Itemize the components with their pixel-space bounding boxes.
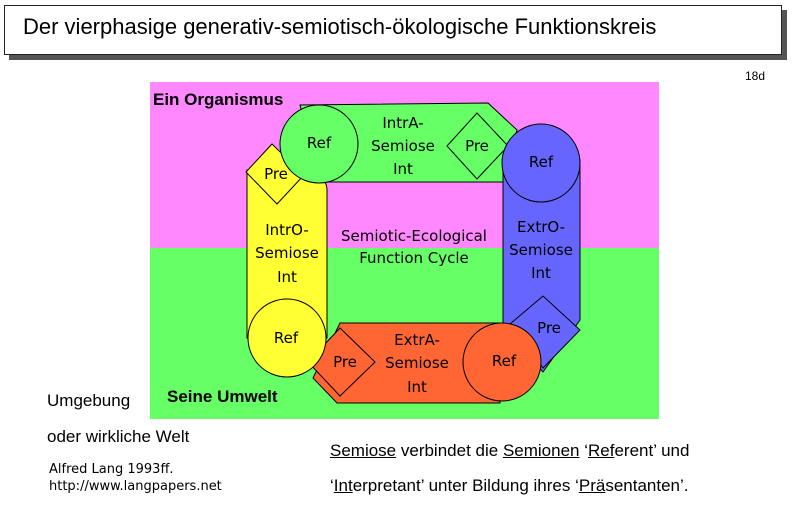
expl-text-e: erpretant’ unter Bildung ihres ‘ xyxy=(352,476,579,495)
prae-term: Prä xyxy=(578,476,606,495)
ref-label-left: Ref xyxy=(274,329,299,347)
pre-label-right: Pre xyxy=(537,319,561,337)
intro-label-2: Semiose xyxy=(255,244,319,262)
semiose-term: Semiose xyxy=(330,441,397,460)
expl-text-a: verbindet die xyxy=(396,441,503,460)
explanation-line-1: Semiose verbindet die Semionen ‘Referent… xyxy=(330,441,689,461)
expl-text-b: ‘ xyxy=(579,441,588,460)
center-label-2: Function Cycle xyxy=(359,249,469,267)
intro-label-1: IntrO- xyxy=(265,221,309,239)
ref-node-right xyxy=(501,123,581,203)
ref-term: Ref xyxy=(588,441,615,460)
intra-label-2: Semiose xyxy=(371,137,435,155)
ref-label-right: Ref xyxy=(529,153,554,171)
intra-label-3: Int xyxy=(393,160,413,178)
extra-label-2: Semiose xyxy=(385,354,449,372)
expl-text-c: erent’ und xyxy=(614,441,690,460)
side-label-umgebung: Umgebung xyxy=(47,391,131,410)
extro-label-1: ExtrO- xyxy=(517,218,565,236)
ref-label-top: Ref xyxy=(307,134,332,152)
credit-author: Alfred Lang 1993ff. xyxy=(49,462,174,477)
side-label-welt: oder wirkliche Welt xyxy=(47,427,190,446)
extro-label-3: Int xyxy=(531,264,551,282)
center-label-1: Semiotic-Ecological xyxy=(341,227,487,245)
ref-label-bottom: Ref xyxy=(492,352,517,370)
extro-label-2: Semiose xyxy=(509,241,573,259)
slide-number: 18d xyxy=(745,69,766,83)
extra-label-1: ExtrA- xyxy=(394,331,440,349)
title-box: Der vierphasige generativ-semiotisch-öko… xyxy=(4,5,782,55)
intra-label-1: IntrA- xyxy=(382,114,423,132)
ref-node-left xyxy=(247,298,327,378)
pre-label-left: Pre xyxy=(264,165,288,183)
explanation-line-2: ‘Interpretant’ unter Bildung ihres ‘Präs… xyxy=(330,476,689,496)
intro-label-3: Int xyxy=(277,268,297,286)
organism-label: Ein Organismus xyxy=(153,90,283,109)
extra-label-3: Int xyxy=(407,378,427,396)
credit-url: http://www.langpapers.net xyxy=(49,479,222,494)
ref-node-bottom xyxy=(462,322,542,402)
expl-text-f: sentanten’. xyxy=(605,476,689,495)
environment-label: Seine Umwelt xyxy=(167,387,278,406)
ref-node-top xyxy=(279,104,359,184)
pre-label-top: Pre xyxy=(465,137,489,155)
page-title: Der vierphasige generativ-semiotisch-öko… xyxy=(23,14,657,39)
semionen-term: Semionen xyxy=(502,441,580,460)
int-term: Int xyxy=(333,476,353,495)
pre-label-bottom: Pre xyxy=(333,353,357,371)
expl-text-d: ‘ xyxy=(330,476,334,495)
